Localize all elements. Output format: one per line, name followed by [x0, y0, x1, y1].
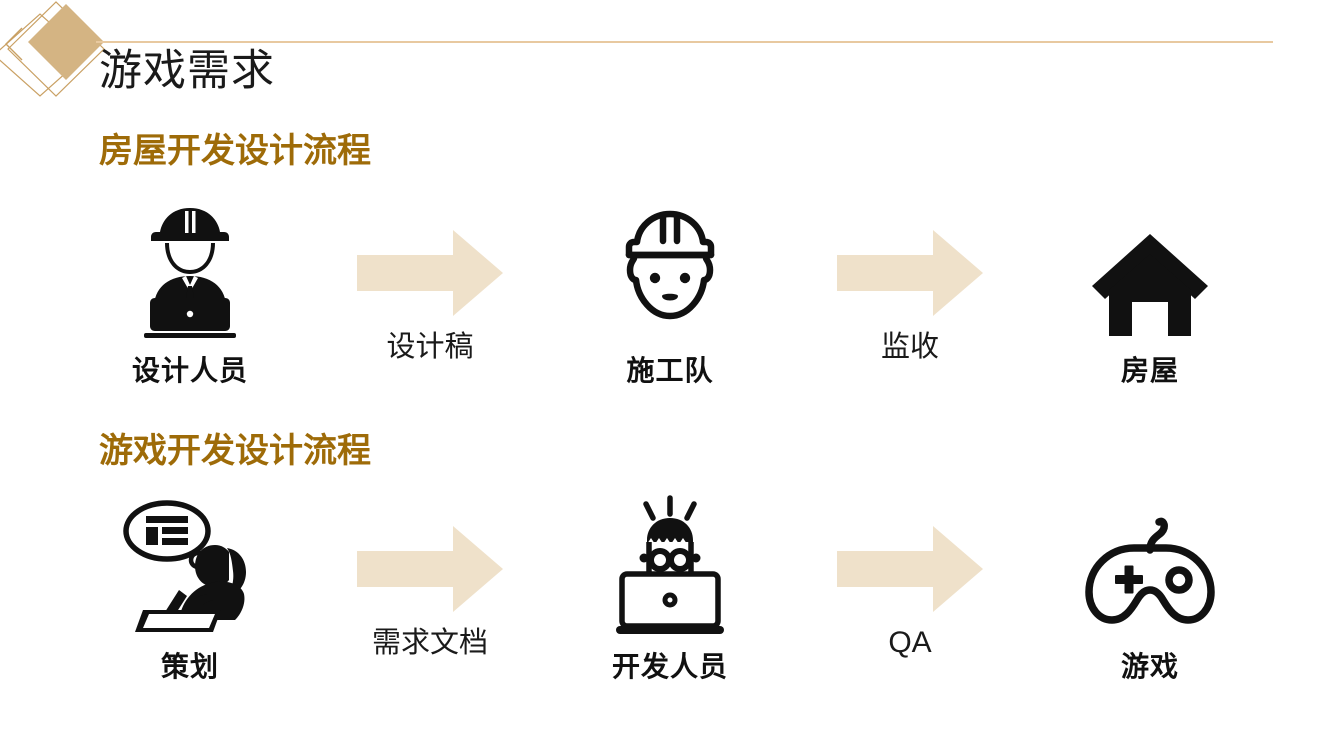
flow-node-label: 游戏 [1120, 651, 1179, 682]
arrow-right-icon [837, 526, 983, 612]
page-title: 游戏需求 [99, 47, 275, 95]
planner-writing-icon [115, 488, 265, 638]
diamond-decoration [0, 0, 300, 110]
flow-edge-qa: QA [818, 488, 1003, 660]
construction-worker-face-icon [610, 192, 730, 342]
flow-node-label: 策划 [160, 651, 219, 682]
flow-edge-label: 设计稿 [386, 331, 474, 363]
house-icon [1091, 192, 1209, 342]
flow-node-planner: 策划 [90, 488, 290, 684]
flow-edge-label: 需求文档 [371, 627, 488, 659]
developer-at-laptop-icon [606, 488, 734, 638]
flow-node-developer: 开发人员 [570, 488, 770, 684]
flow-edge-design-draft: 设计稿 [338, 192, 523, 364]
flow-node-designer: 设计人员 [90, 192, 290, 388]
flow-node-label: 设计人员 [131, 355, 248, 386]
flow-edge-label: 监收 [880, 331, 939, 363]
flow-node-label: 开发人员 [611, 651, 728, 682]
section-heading-game: 游戏开发设计流程 [99, 432, 371, 470]
section-heading-housing: 房屋开发设计流程 [99, 132, 371, 170]
engineer-at-laptop-icon [126, 192, 254, 342]
arrow-right-icon [837, 230, 983, 316]
flow-node-label: 施工队 [626, 355, 714, 386]
flow-node-construction-team: 施工队 [570, 192, 770, 388]
flow-edge-label: QA [888, 626, 932, 659]
flow-node-game: 游戏 [1050, 488, 1250, 684]
gamepad-icon [1079, 488, 1221, 638]
flow-row-housing: 设计人员 设计稿 [90, 192, 1250, 388]
flow-node-house: 房屋 [1050, 192, 1250, 388]
header-rule [96, 41, 1273, 43]
flow-edge-acceptance: 监收 [818, 192, 1003, 364]
flow-node-label: 房屋 [1120, 355, 1179, 386]
arrow-right-icon [357, 230, 503, 316]
flow-row-game: 策划 需求文档 [90, 488, 1250, 684]
arrow-right-icon [357, 526, 503, 612]
flow-edge-requirements-doc: 需求文档 [338, 488, 523, 660]
